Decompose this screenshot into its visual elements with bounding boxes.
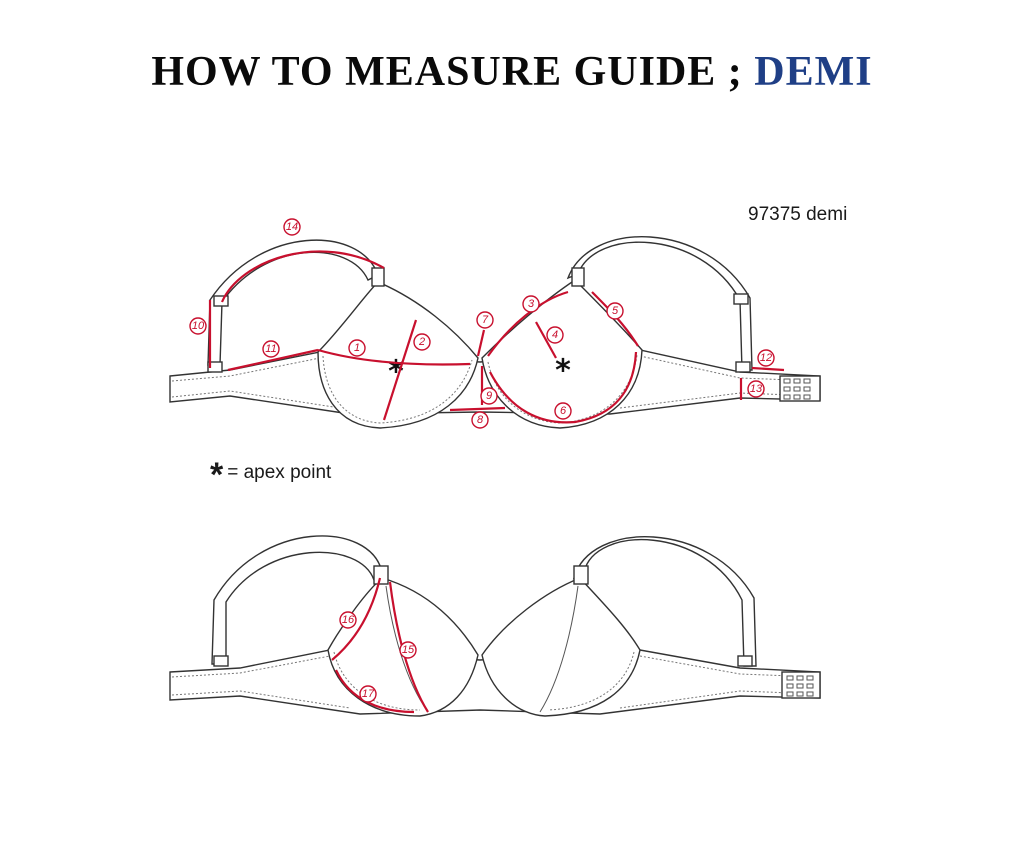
measure-label-13: 13 bbox=[750, 383, 763, 395]
bottom-right-strap bbox=[572, 536, 757, 667]
measure-point-13: 13 bbox=[747, 380, 765, 398]
measure-lines-top bbox=[208, 250, 785, 424]
top-left-cup bbox=[317, 281, 479, 429]
style-code-label: 97375 demi bbox=[748, 204, 848, 225]
measure-label-15: 15 bbox=[402, 644, 415, 656]
measure-point-4: 4 bbox=[546, 326, 564, 344]
measure-point-8: 8 bbox=[471, 411, 489, 429]
apex-legend-symbol: * bbox=[210, 456, 224, 494]
bottom-right-cup bbox=[481, 577, 641, 717]
measure-label-8: 8 bbox=[477, 414, 484, 426]
apex-legend: *= apex point bbox=[210, 456, 331, 495]
measure-label-2: 2 bbox=[418, 336, 425, 348]
measure-point-9: 9 bbox=[480, 387, 498, 405]
measure-point-15: 15 bbox=[399, 641, 417, 659]
measure-label-10: 10 bbox=[192, 320, 205, 332]
page-title: HOW TO MEASURE GUIDE ; DEMI bbox=[0, 48, 1024, 96]
measure-point-16: 16 bbox=[339, 611, 357, 629]
measure-label-12: 12 bbox=[760, 352, 772, 364]
measure-label-4: 4 bbox=[552, 329, 558, 341]
measure-label-5: 5 bbox=[612, 305, 619, 317]
measure-label-11: 11 bbox=[265, 343, 276, 355]
measure-label-9: 9 bbox=[486, 390, 492, 402]
measure-point-12: 12 bbox=[757, 349, 775, 367]
measure-label-16: 16 bbox=[342, 614, 355, 626]
measure-label-17: 17 bbox=[362, 688, 375, 700]
measure-point-6: 6 bbox=[554, 402, 572, 420]
measure-point-5: 5 bbox=[606, 302, 624, 320]
measure-point-10: 10 bbox=[189, 317, 207, 335]
measure-point-7: 7 bbox=[476, 311, 494, 329]
measure-label-6: 6 bbox=[560, 405, 567, 417]
measure-label-3: 3 bbox=[528, 298, 535, 310]
top-right-strap bbox=[566, 236, 753, 371]
top-bra-drawing: * * bbox=[169, 236, 821, 429]
measurement-callouts: 1 2 3 4 5 6 7 8 9 10 11 12 13 14 15 16 1… bbox=[189, 218, 775, 703]
apex-legend-text: = apex point bbox=[227, 462, 332, 483]
measure-point-2: 2 bbox=[413, 333, 431, 351]
measure-point-1: 1 bbox=[348, 339, 366, 357]
title-main: HOW TO MEASURE GUIDE ; bbox=[151, 49, 755, 95]
title-accent: DEMI bbox=[754, 49, 873, 95]
measure-point-14: 14 bbox=[283, 218, 301, 236]
measure-point-17: 17 bbox=[359, 685, 377, 703]
measure-label-1: 1 bbox=[354, 342, 360, 354]
measure-label-14: 14 bbox=[286, 221, 298, 233]
apex-mark-right: * bbox=[555, 354, 571, 389]
bottom-bra-drawing bbox=[169, 535, 821, 717]
measure-point-3: 3 bbox=[522, 295, 540, 313]
measure-label-7: 7 bbox=[482, 314, 489, 326]
measure-point-11: 11 bbox=[262, 340, 280, 358]
